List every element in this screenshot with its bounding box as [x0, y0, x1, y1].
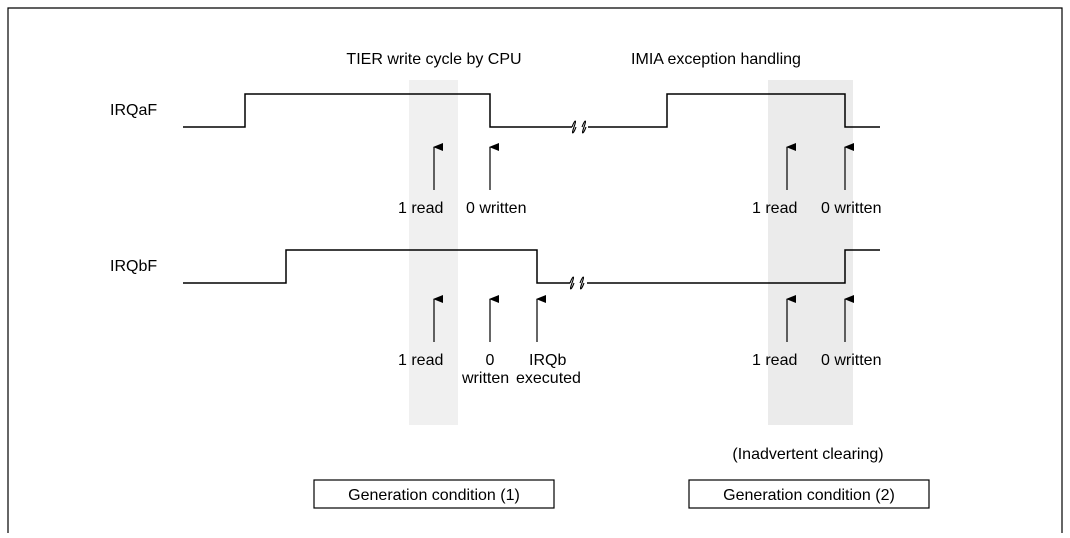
condition-1-box — [313, 479, 555, 509]
condition-2-box — [688, 479, 930, 509]
label-b-irqb: IRQb — [529, 352, 566, 369]
condition-1-label: Generation condition (1) — [348, 487, 520, 504]
label-b-0-written-right: 0 written — [821, 352, 881, 369]
signal-label-irqbf: IRQbF — [110, 258, 157, 275]
shade-condition-2 — [768, 80, 853, 425]
label-a-1-read-right: 1 read — [752, 200, 797, 217]
irqaf-waveform — [183, 93, 880, 128]
label-b-1-read-right: 1 read — [752, 352, 797, 369]
note-inadvertent-clearing: (Inadvertent clearing) — [732, 446, 883, 463]
condition-2-label: Generation condition (2) — [723, 487, 895, 504]
irqaf-break-mark — [571, 120, 587, 134]
label-a-0-written-left: 0 written — [466, 200, 526, 217]
signal-label-irqaf: IRQaF — [110, 102, 157, 119]
label-b-executed: executed — [516, 370, 581, 387]
shade-condition-1 — [409, 80, 458, 425]
header-imia-handling: IMIA exception handling — [631, 51, 801, 68]
label-b-0-left: 0 — [486, 352, 495, 369]
irqbf-break-mark — [569, 276, 585, 290]
label-b-written-left: written — [461, 370, 509, 387]
label-b-1-read-left: 1 read — [398, 352, 443, 369]
label-a-0-written-right: 0 written — [821, 200, 881, 217]
label-a-1-read-left: 1 read — [398, 200, 443, 217]
irqbf-waveform — [183, 249, 880, 284]
header-tier-write: TIER write cycle by CPU — [346, 51, 521, 68]
outer-frame — [7, 7, 1063, 533]
